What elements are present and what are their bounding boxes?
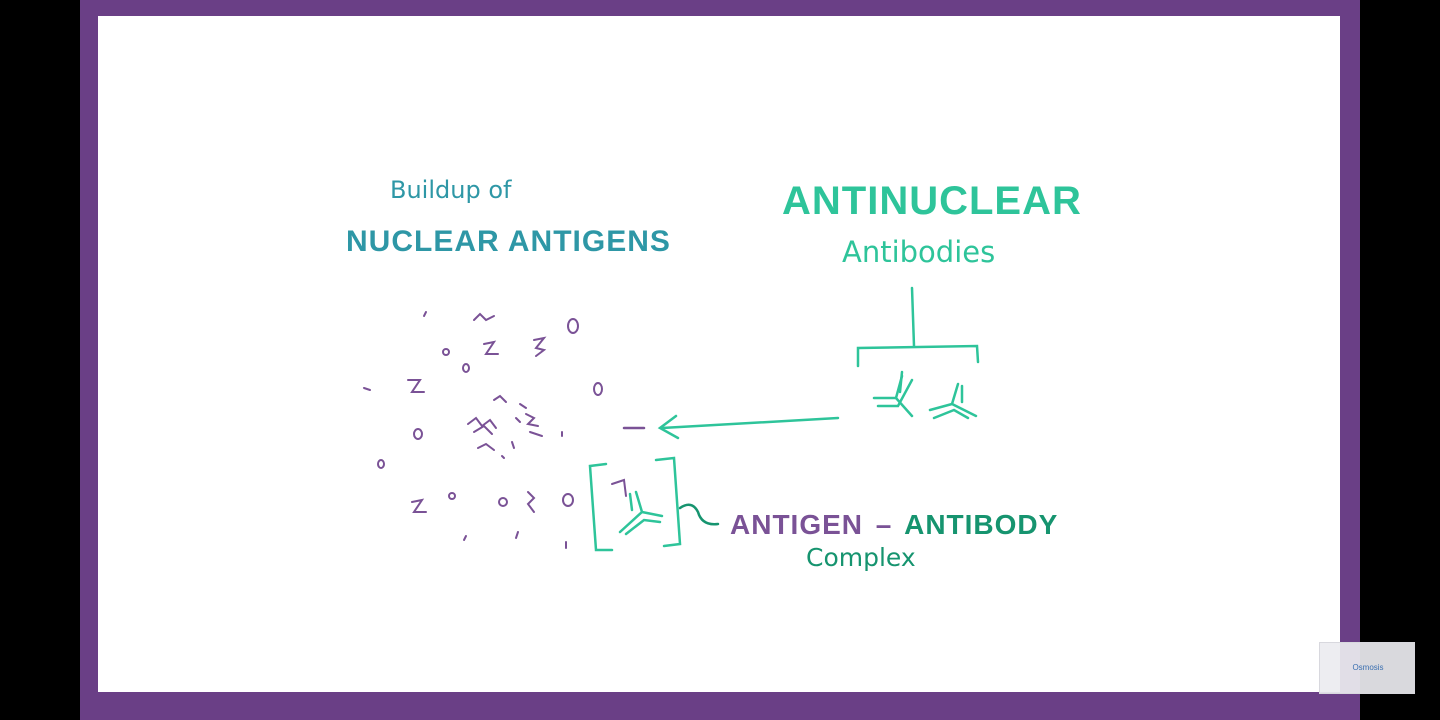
whiteboard [98, 16, 1340, 692]
nuclear-antigens-label: NUCLEAR ANTIGENS [346, 225, 671, 258]
antibody-y-icon [872, 370, 914, 418]
bracket-icon [588, 456, 682, 552]
dash: – [876, 509, 893, 540]
logo-text: Osmosis [1352, 663, 1384, 672]
complex-label: Complex [806, 543, 916, 572]
complex-antibody-y-icon [618, 490, 664, 536]
antibody-y-icon [928, 382, 978, 420]
antinuclear-label: ANTINUCLEAR [782, 179, 1082, 223]
arrow-left-icon [657, 414, 840, 440]
antigen-word: ANTIGEN [730, 509, 863, 540]
antibody-word: ANTIBODY [904, 509, 1058, 540]
antibodies-bracket-icon [856, 286, 980, 368]
bound-antigen-icon [611, 478, 627, 497]
antigen-antibody-label: ANTIGEN – ANTIBODY [730, 509, 1058, 540]
antibodies-label: Antibodies [842, 235, 995, 269]
nuclear-antigen-cluster [363, 311, 603, 549]
watermark-logo: Osmosis [1319, 642, 1415, 694]
buildup-of-label: Buildup of [390, 176, 512, 204]
complex-connector [678, 503, 720, 526]
